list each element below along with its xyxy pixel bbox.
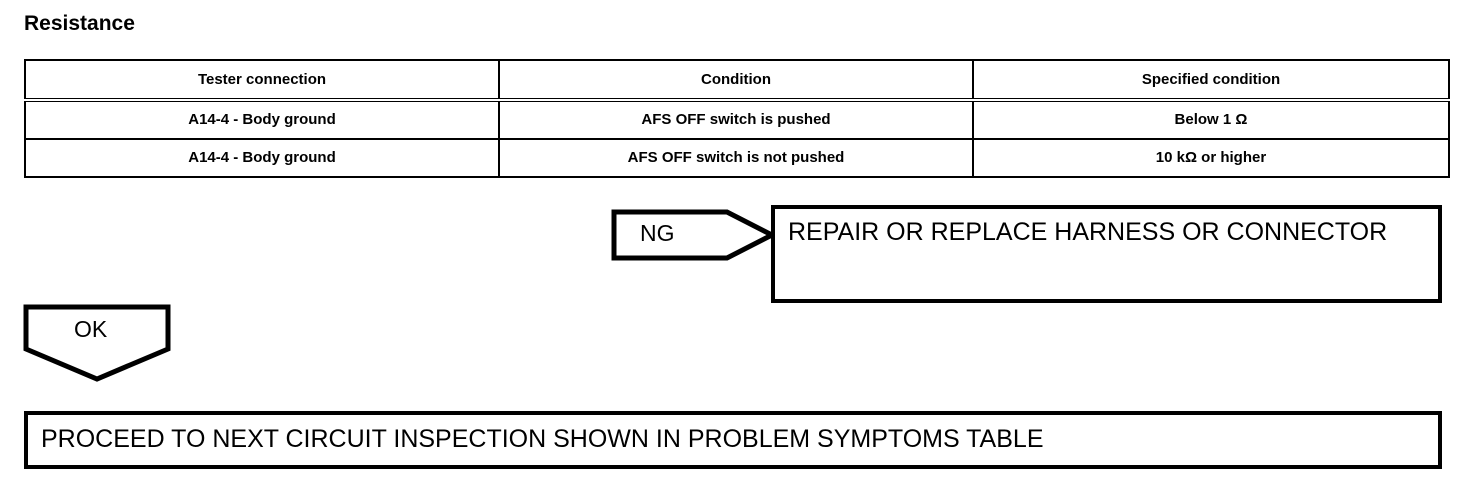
- table-row: A14-4 - Body ground AFS OFF switch is no…: [24, 138, 1450, 178]
- column-header-specified-condition: Specified condition: [972, 59, 1450, 102]
- ok-label: OK: [74, 316, 108, 342]
- cell-condition: AFS OFF switch is pushed: [498, 99, 974, 140]
- column-header-condition: Condition: [498, 59, 974, 102]
- down-arrow-icon: [23, 304, 171, 382]
- proceed-next-inspection-box: PROCEED TO NEXT CIRCUIT INSPECTION SHOWN…: [24, 411, 1442, 469]
- proceed-next-inspection-text: PROCEED TO NEXT CIRCUIT INSPECTION SHOWN…: [41, 425, 1044, 453]
- table-row: A14-4 - Body ground AFS OFF switch is pu…: [24, 99, 1450, 140]
- repair-or-replace-box: REPAIR OR REPLACE HARNESS OR CONNECTOR: [771, 205, 1442, 303]
- column-header-tester-connection: Tester connection: [24, 59, 500, 102]
- table-header-row: Tester connection Condition Specified co…: [24, 59, 1450, 102]
- right-arrow-icon: [611, 209, 775, 261]
- cell-specified-condition: 10 kΩ or higher: [972, 138, 1450, 178]
- repair-or-replace-text: REPAIR OR REPLACE HARNESS OR CONNECTOR: [788, 218, 1388, 246]
- page-title: Resistance: [24, 12, 135, 35]
- ok-arrow-tag: OK: [23, 304, 171, 382]
- cell-specified-condition: Below 1 Ω: [972, 99, 1450, 140]
- ng-arrow-tag: NG: [611, 209, 775, 261]
- cell-tester-connection: A14-4 - Body ground: [24, 99, 500, 140]
- cell-tester-connection: A14-4 - Body ground: [24, 138, 500, 178]
- ng-label: NG: [640, 220, 675, 246]
- cell-condition: AFS OFF switch is not pushed: [498, 138, 974, 178]
- resistance-spec-table: Tester connection Condition Specified co…: [24, 59, 1450, 178]
